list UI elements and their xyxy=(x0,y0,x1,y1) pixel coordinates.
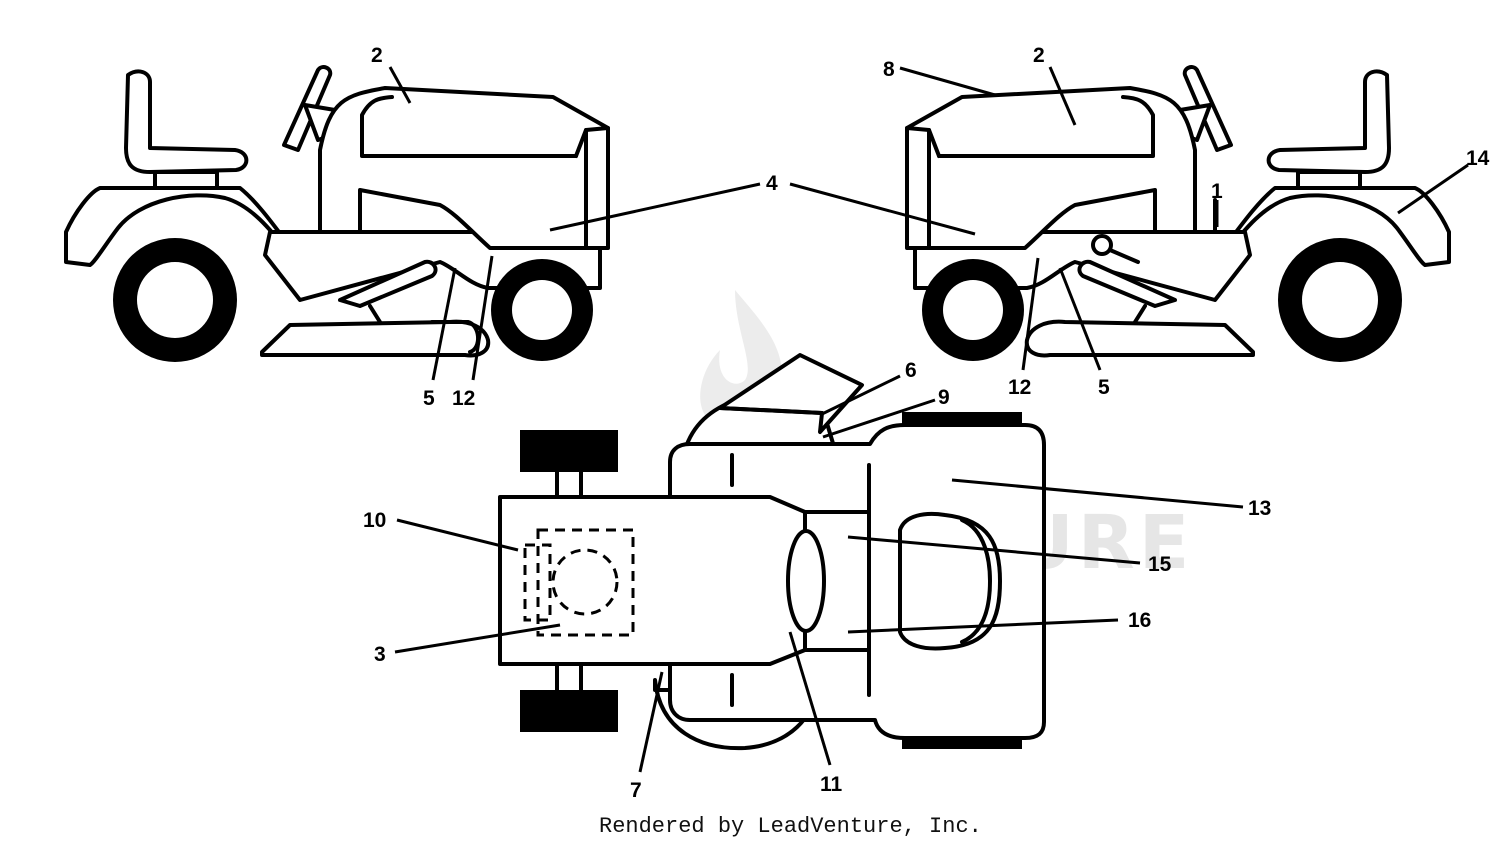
callout-11: 11 xyxy=(820,773,843,796)
callout-9: 9 xyxy=(938,386,950,409)
rear-wheel-top-upper xyxy=(520,430,618,472)
callout-16: 16 xyxy=(1128,609,1151,632)
callout-14: 14 xyxy=(1466,147,1490,170)
tractor-left-side-view xyxy=(64,65,610,362)
callout-4: 4 xyxy=(766,172,778,195)
lift-lever-right xyxy=(1091,198,1217,264)
callout-1: 1 xyxy=(1211,180,1223,203)
leader-lines xyxy=(388,66,1469,773)
seat-right xyxy=(1266,69,1391,174)
rear-fender-top xyxy=(498,495,807,666)
callout-8: 8 xyxy=(883,58,895,81)
seat-top-circle xyxy=(551,548,619,616)
seat-top-outline xyxy=(536,528,635,637)
decal-area-top xyxy=(523,543,552,622)
callout-10: 10 xyxy=(363,509,386,532)
callout-5-right: 5 xyxy=(1098,376,1110,399)
rear-wheel-top-lower xyxy=(520,690,618,732)
hood-panel-left xyxy=(360,95,394,157)
rear-axle-top-lower xyxy=(555,662,583,694)
front-hub-left xyxy=(512,280,572,340)
callout-5-left: 5 xyxy=(423,387,435,410)
tractor-top-view xyxy=(498,353,1046,751)
callout-6: 6 xyxy=(905,359,917,382)
callout-12-left: 12 xyxy=(452,387,475,410)
callout-15: 15 xyxy=(1148,553,1172,576)
mower-deck-right xyxy=(1024,319,1255,358)
front-hub-right xyxy=(943,280,1003,340)
callout-labels: 2 4 5 12 8 2 1 14 12 5 6 9 10 3 13 15 16… xyxy=(363,44,1490,802)
deck-strut-right xyxy=(1133,304,1147,324)
tractor-right-side-view xyxy=(905,65,1451,362)
pedal-left xyxy=(338,259,438,308)
rear-hub-left xyxy=(137,262,213,338)
callout-12-right: 12 xyxy=(1008,376,1031,399)
seat-left xyxy=(124,69,249,174)
callout-13: 13 xyxy=(1248,497,1271,520)
callout-3: 3 xyxy=(374,643,386,666)
callout-7: 7 xyxy=(630,779,642,802)
callout-2-left: 2 xyxy=(371,44,383,67)
pedal-right xyxy=(1077,259,1177,308)
rendered-by-footer: Rendered by LeadVenture, Inc. xyxy=(599,814,982,839)
rear-hub-right xyxy=(1302,262,1378,338)
callout-2-right: 2 xyxy=(1033,44,1045,67)
steering-wheel-top xyxy=(786,529,826,633)
deck-strut-left xyxy=(368,304,382,324)
hood-top-grille xyxy=(960,518,992,644)
deck-chute-left xyxy=(430,320,480,354)
mower-deck-left xyxy=(260,319,491,358)
hood-panel-right xyxy=(1121,95,1155,157)
